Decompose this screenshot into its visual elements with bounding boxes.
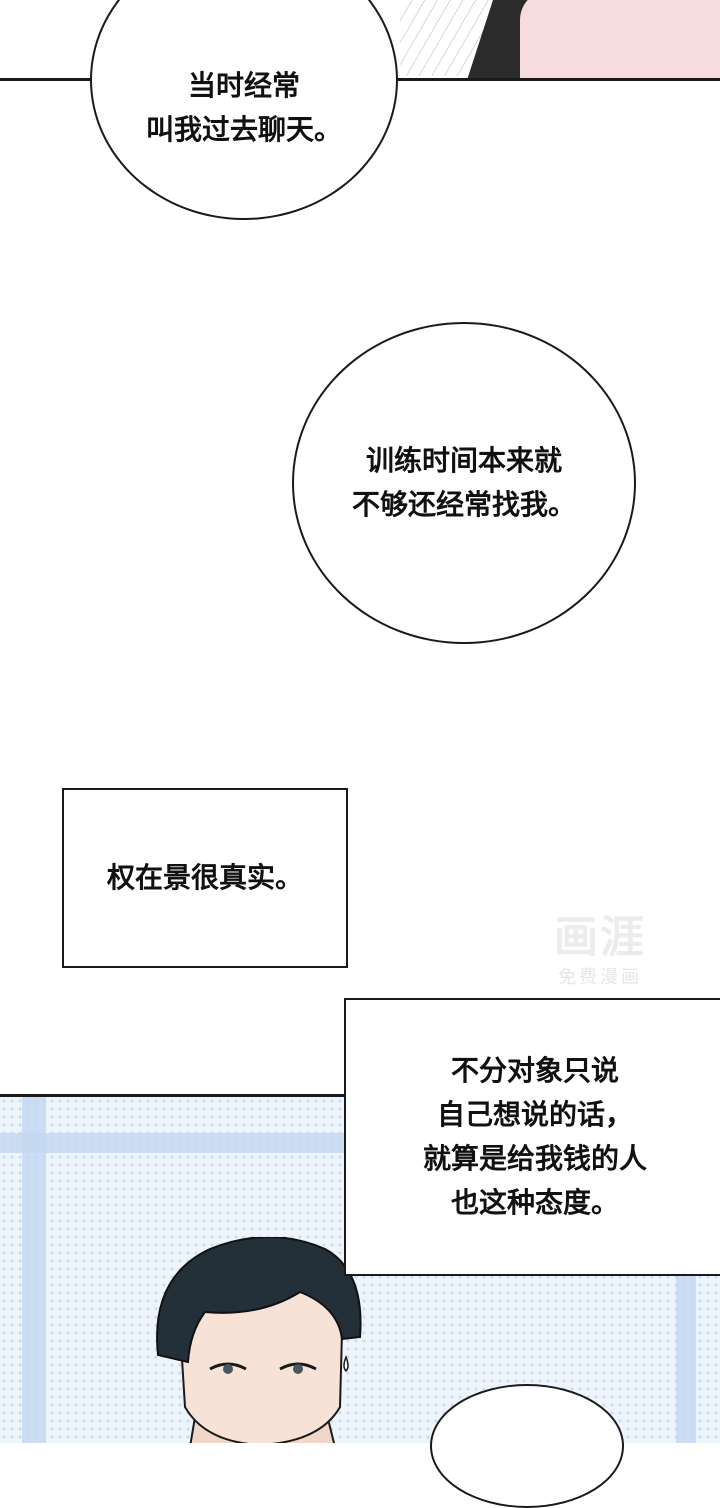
character-hair-dark bbox=[156, 1237, 362, 1364]
narration-box-2: 不分对象只说 自己想说的话， 就算是给我钱的人 也这种态度。 bbox=[344, 998, 720, 1276]
speech-bubble-2: 训练时间本来就 不够还经常找我。 bbox=[292, 322, 636, 644]
character-pupil-right bbox=[293, 1364, 303, 1374]
character-illustration bbox=[156, 1237, 362, 1443]
speech-bubble-1-text: 当时经常 叫我过去聊天。 bbox=[145, 69, 342, 146]
watermark-logo: 画涯 免费漫画 bbox=[538, 910, 662, 1002]
speech-bubble-3-partial bbox=[430, 1384, 624, 1508]
narration-box-2-text: 不分对象只说 自己想说的话， 就算是给我钱的人 也这种态度。 bbox=[422, 1054, 647, 1219]
speech-bubble-2-text: 训练时间本来就 不够还经常找我。 bbox=[351, 444, 576, 521]
watermark-caption: 免费漫画 bbox=[558, 967, 642, 988]
character-skin bbox=[520, 0, 720, 78]
character-pupil-left bbox=[223, 1364, 233, 1374]
narration-box-1-text: 权在景很真实。 bbox=[106, 861, 303, 894]
character-sweat-drop bbox=[343, 1354, 349, 1373]
watermark-logo-text: 画涯 bbox=[554, 912, 646, 963]
speech-bubble-1: 当时经常 叫我过去聊天。 bbox=[90, 0, 398, 220]
narration-box-1: 权在景很真实。 bbox=[62, 788, 348, 968]
window-frame-vertical bbox=[22, 1097, 46, 1443]
window-frame-vertical-right bbox=[676, 1247, 696, 1443]
